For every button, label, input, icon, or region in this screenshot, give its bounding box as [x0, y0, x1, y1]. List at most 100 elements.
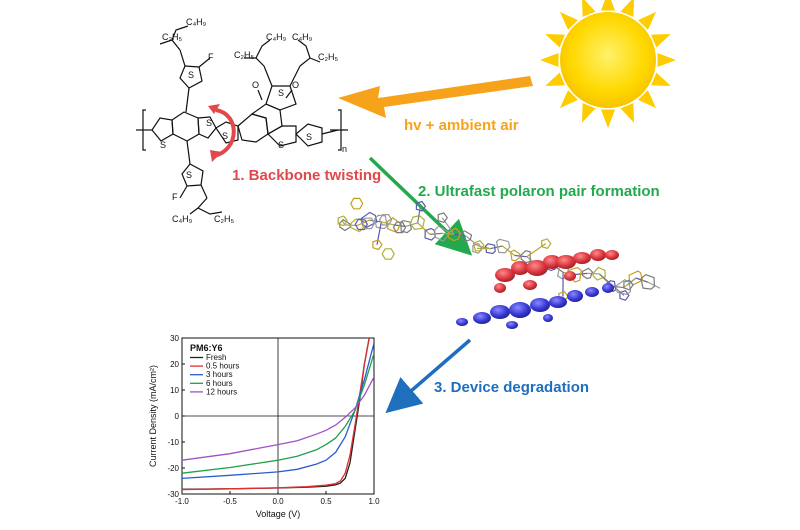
y-tick-label: 10 [170, 386, 179, 395]
branch [376, 221, 382, 245]
ring [424, 227, 437, 241]
ring [623, 279, 634, 291]
step1-label: 1. Backbone twisting [232, 167, 381, 184]
svg-text:n: n [342, 144, 347, 154]
ring [495, 238, 511, 254]
ring [350, 197, 364, 210]
light-label: hv + ambient air [404, 117, 519, 134]
sun-ray [620, 0, 634, 17]
ring [374, 214, 388, 230]
legend-label: 6 hours [206, 379, 233, 388]
step3-arrow [385, 338, 472, 414]
x-tick-label: -1.0 [175, 497, 189, 506]
legend-label: 12 hours [206, 387, 237, 396]
polaron-molecule-render [337, 197, 661, 329]
molecule-atom-labels: C₂H₅ C₄H₉ F S S S S F C₄H₉ C₂H₅ S C₂H₅ C… [160, 17, 347, 224]
ring [378, 214, 393, 226]
svg-text:S: S [160, 140, 166, 150]
svg-text:F: F [208, 52, 214, 62]
ring [415, 200, 427, 212]
y-tick-label: 30 [170, 334, 179, 343]
ring [437, 212, 449, 224]
sun-ray [638, 90, 657, 109]
sun-icon [540, 0, 676, 128]
branch [627, 277, 637, 286]
ring [386, 217, 402, 233]
ring [619, 289, 630, 301]
bond [490, 245, 503, 250]
orbital-lobe-red [511, 261, 529, 275]
svg-text:C₂H₅: C₂H₅ [214, 214, 234, 224]
sun-ray [651, 72, 671, 86]
sun-ray [620, 103, 634, 123]
svg-text:C₂H₅: C₂H₅ [162, 32, 182, 42]
ring [361, 217, 376, 230]
x-tick-label: -0.5 [223, 497, 237, 506]
orbital-lobe-blue [509, 302, 531, 318]
polymer-structure [136, 25, 348, 215]
svg-text:S: S [222, 131, 228, 141]
y-tick-label: 20 [170, 360, 179, 369]
twist-arrow-icon [208, 104, 236, 162]
ring [484, 243, 496, 255]
orbital-lobe-blue [506, 321, 518, 329]
ring [510, 249, 521, 262]
svg-text:C₄H₉: C₄H₉ [172, 214, 193, 224]
ring [581, 267, 594, 280]
ring [372, 239, 383, 251]
orbital-lobe-red [523, 280, 537, 290]
ring [350, 218, 365, 233]
legend-label: Fresh [206, 353, 226, 362]
orbital-lobe-blue [530, 298, 550, 312]
y-tick-label: 0 [175, 412, 180, 421]
orbital-lobe-red [605, 250, 619, 260]
y-tick-label: -20 [167, 464, 179, 473]
sun-ray [545, 72, 565, 86]
ring [640, 274, 656, 290]
svg-text:S: S [306, 132, 312, 142]
series-line [182, 353, 374, 474]
ring [460, 230, 473, 243]
series-line [182, 376, 374, 461]
ring [541, 238, 552, 250]
svg-text:S: S [186, 170, 192, 180]
sun-ray [601, 109, 615, 128]
ring [567, 266, 582, 283]
svg-text:S: S [278, 140, 284, 150]
svg-text:F: F [172, 192, 178, 202]
svg-text:C₄H₉: C₄H₉ [186, 17, 207, 27]
x-axis-label: Voltage (V) [256, 509, 301, 519]
ring [337, 215, 349, 227]
sun-ray [657, 53, 676, 67]
legend-label: 0.5 hours [206, 362, 239, 371]
ring [381, 248, 395, 260]
ring [434, 225, 451, 242]
step2-label: 2. Ultrafast polaron pair formation [418, 183, 660, 200]
sun-ray [559, 11, 578, 30]
orbital-lobe-red [526, 260, 548, 276]
light-arrow [338, 76, 533, 118]
svg-text:C₂H₅: C₂H₅ [318, 52, 338, 62]
svg-text:S: S [206, 118, 212, 128]
branch [441, 217, 455, 235]
x-tick-label: 1.0 [368, 497, 380, 506]
svg-text:C₂H₅: C₂H₅ [234, 50, 254, 60]
orbital-lobe-red [543, 255, 561, 269]
orbital-lobe-blue [549, 296, 567, 308]
bond [429, 232, 442, 235]
orbital-lobe-blue [543, 314, 553, 322]
ring [592, 266, 606, 281]
sun-ray [651, 34, 671, 48]
branch [526, 243, 547, 258]
branch [417, 206, 422, 223]
bond [417, 222, 431, 235]
orbital-lobe-blue [490, 305, 510, 319]
orbital-lobe-red [494, 283, 506, 293]
orbital-lobe-red [590, 249, 606, 261]
sun-ray [582, 103, 596, 123]
chart-title: PM6:Y6 [190, 343, 223, 353]
sun-ray [582, 0, 596, 17]
svg-text:O: O [292, 80, 299, 90]
